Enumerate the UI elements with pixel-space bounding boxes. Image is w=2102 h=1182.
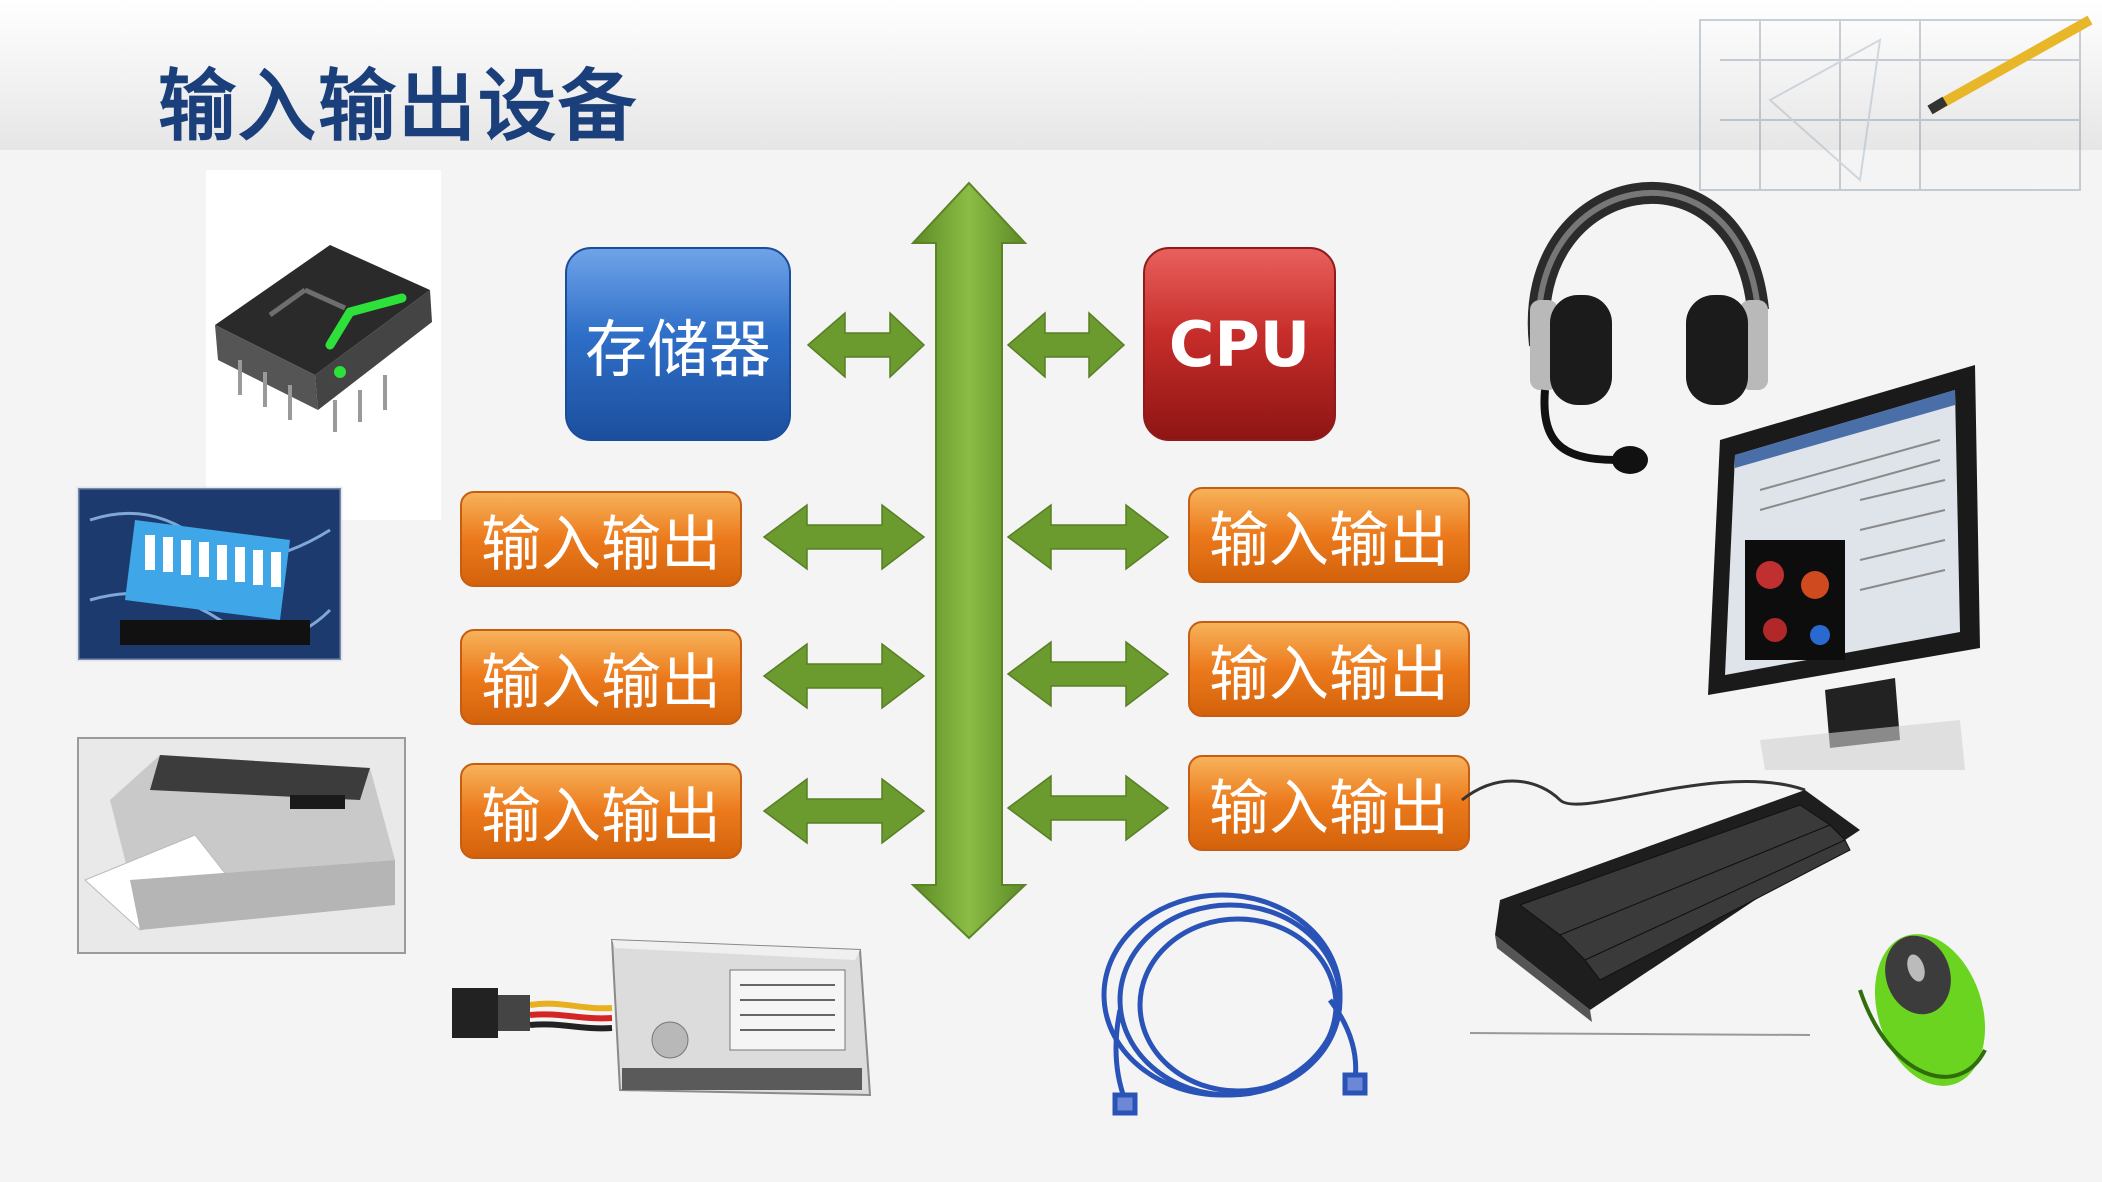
headset-icon	[1530, 193, 1768, 474]
monitor-icon	[1708, 365, 1980, 770]
dip-switch-icon	[78, 488, 341, 660]
hard-disk-icon	[452, 940, 870, 1095]
network-cable-icon	[1104, 895, 1365, 1113]
keyboard-icon	[1462, 781, 1860, 1035]
seven-segment-display-icon	[206, 170, 441, 520]
printer-icon	[78, 738, 405, 953]
mouse-icon	[1856, 920, 2003, 1101]
